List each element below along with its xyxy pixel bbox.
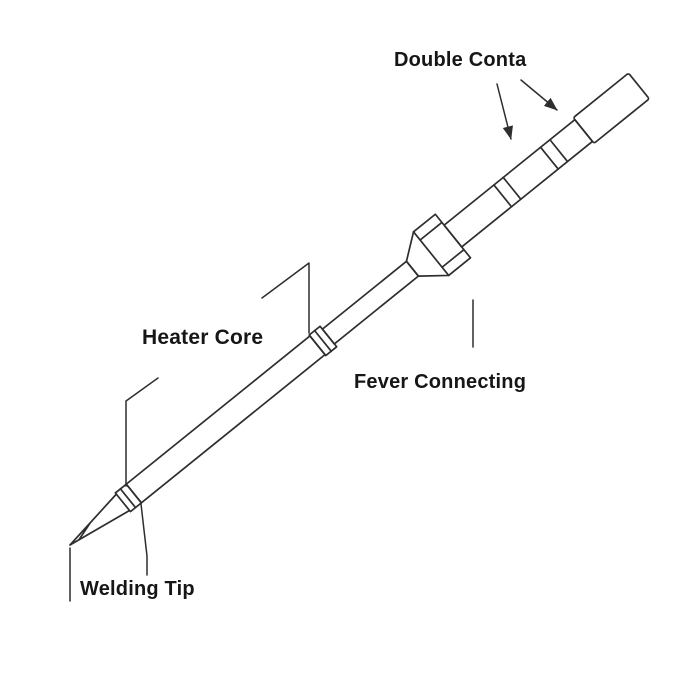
welding-tip-cone [69, 493, 131, 546]
label-double-contact: Double Conta [394, 49, 527, 71]
heater-core-bracket-lower [125, 377, 159, 487]
double-contact-arrow-1 [496, 83, 513, 140]
label-welding-tip: Welding Tip [80, 578, 195, 600]
double-contact-arrow-2 [520, 79, 558, 111]
heater-core-bracket-upper [261, 262, 310, 334]
contact-ring-2 [502, 176, 522, 201]
contact-ring-4 [549, 138, 569, 163]
soldering-iron-body [69, 73, 650, 546]
contact-ring-1 [493, 184, 513, 208]
contact-ring-3 [539, 146, 560, 170]
connecting-shaft [321, 260, 420, 345]
end-cap [573, 73, 650, 144]
annotations [69, 79, 558, 602]
contact-shaft [443, 118, 594, 248]
welding-tip-leader-right [140, 503, 148, 576]
label-fever-connecting: Fever Connecting [354, 371, 527, 393]
heater-core-barrel [125, 335, 326, 504]
label-heater-core: Heater Core [142, 326, 264, 349]
flare-coupler [405, 213, 472, 277]
